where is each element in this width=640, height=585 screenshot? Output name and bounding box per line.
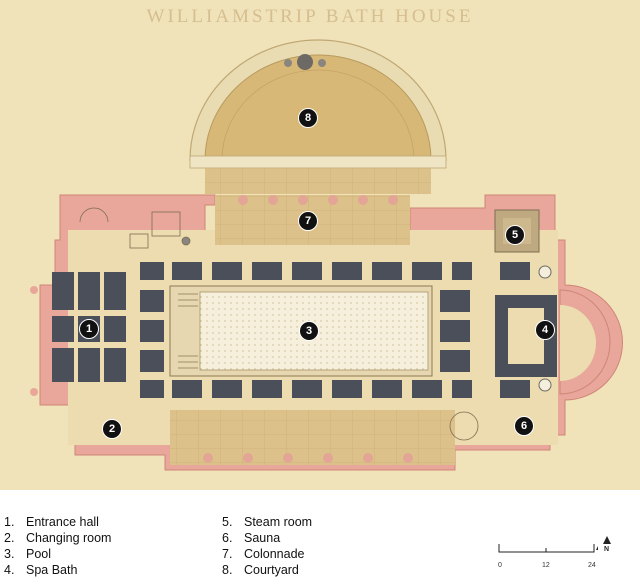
legend-item: 6. Sauna <box>222 530 312 546</box>
legend-label: Courtyard <box>244 563 299 577</box>
legend-label: Spa Bath <box>26 563 78 577</box>
legend-number: 4. <box>4 563 15 577</box>
marker-steam-room: 5 <box>505 225 525 245</box>
scale-bar-graphic <box>498 542 604 553</box>
north-arrow-label: N <box>604 546 610 553</box>
legend-number: 7. <box>222 547 233 561</box>
scale-tick-12: 12 <box>542 562 550 569</box>
legend-label: Changing room <box>26 531 112 545</box>
legend-label: Colonnade <box>244 547 305 561</box>
legend-label: Entrance hall <box>26 515 99 529</box>
legend-left: 1. Entrance hall 2. Changing room 3. Pool 4… <box>4 514 111 578</box>
legend-item: 2. Changing room <box>4 530 111 546</box>
scale-tick-24: 24 <box>588 562 596 569</box>
scale-tick-0: 0 <box>498 562 502 569</box>
legend-number: 5. <box>222 515 233 529</box>
pool-hall-columns <box>140 262 530 398</box>
marker-entrance-hall: 1 <box>79 319 99 339</box>
marker-spa-bath: 4 <box>535 320 555 340</box>
scale-bar: 0 12 24 <box>498 540 604 570</box>
marker-sauna: 6 <box>514 416 534 436</box>
floor-plan-drawing <box>0 0 640 490</box>
legend-item: 1. Entrance hall <box>4 514 111 530</box>
legend-item: 3. Pool <box>4 546 111 562</box>
legend-item: 8. Courtyard <box>222 562 312 578</box>
legend-label: Sauna <box>244 531 281 545</box>
colonnade-columns <box>203 195 413 463</box>
marker-colonnade: 7 <box>298 211 318 231</box>
plan-title: WILLIAMSTRIP BATH HOUSE <box>146 6 474 27</box>
legend-number: 6. <box>222 531 233 545</box>
courtyard-area <box>189 39 447 194</box>
legend-number: 2. <box>4 531 15 545</box>
legend-number: 8. <box>222 563 233 577</box>
legend-item: 4. Spa Bath <box>4 562 111 578</box>
legend-label: Steam room <box>244 515 313 529</box>
marker-pool: 3 <box>299 321 319 341</box>
service-rooms <box>30 207 479 441</box>
entrance-hall-grid <box>52 272 126 382</box>
legend-item: 7. Colonnade <box>222 546 312 562</box>
north-arrow-icon <box>603 536 611 544</box>
legend-item: 5. Steam room <box>222 514 312 530</box>
legend-number: 1. <box>4 515 15 529</box>
legend-right: 5. Steam room 6. Sauna 7. Colonnade 8. Court… <box>222 514 312 578</box>
marker-courtyard: 8 <box>298 108 318 128</box>
legend-label: Pool <box>26 547 52 561</box>
marker-changing-room: 2 <box>102 419 122 439</box>
legend-number: 3. <box>4 547 15 561</box>
